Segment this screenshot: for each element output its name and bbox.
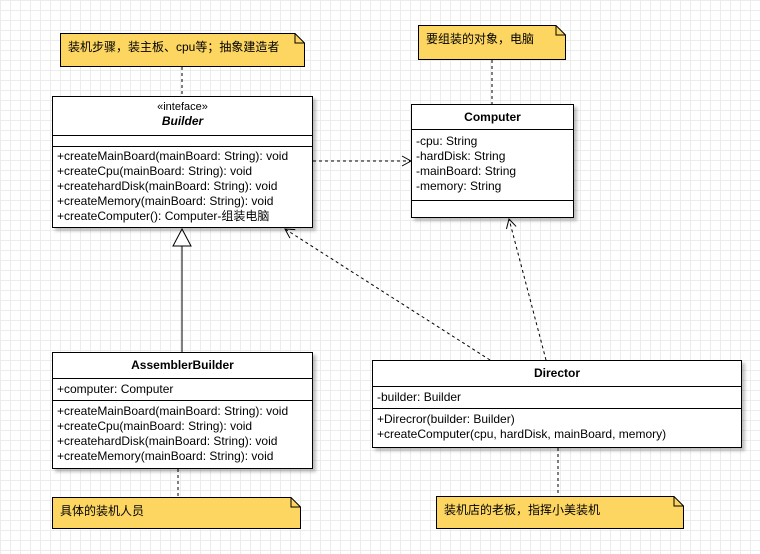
builder-class[interactable]: «inteface» Builder +createMainBoard(main…	[52, 96, 313, 228]
computer-attribute: -mainBoard: String	[416, 164, 517, 178]
assembler-method: +createMemory(mainBoard: String): void	[57, 449, 274, 463]
director-method: +Direcror(builder: Builder)	[377, 412, 515, 426]
computer-methods	[412, 201, 573, 215]
assembler-attribute: +computer: Computer	[57, 382, 174, 396]
director-builder-dependency	[284, 228, 491, 361]
assembler-methods: +createMainBoard(mainBoard: String): voi…	[53, 401, 312, 467]
builder-name: Builder	[161, 114, 204, 128]
director-computer-dependency	[505, 218, 547, 361]
assembler-name: AssemblerBuilder	[131, 358, 234, 372]
builder-note[interactable]: 装机步骤，装主板、cpu等；抽象建造者	[60, 33, 305, 67]
builder-note-text: 装机步骤，装主板、cpu等；抽象建造者	[68, 40, 280, 54]
director-methods: +Direcror(builder: Builder) +createCompu…	[373, 409, 741, 445]
builder-method: +createComputer(): Computer-组装电脑	[57, 209, 270, 223]
assembler-header: AssemblerBuilder	[53, 353, 312, 379]
assembler-method: +createhardDisk(mainBoard: String): void	[57, 434, 278, 448]
director-note-text: 装机店的老板，指挥小美装机	[444, 503, 601, 517]
assembler-method: +createMainBoard(mainBoard: String): voi…	[57, 404, 289, 418]
assembler-note-text: 具体的装机人员	[60, 504, 145, 518]
realization-triangle	[172, 227, 192, 247]
computer-attribute: -hardDisk: String	[416, 149, 506, 163]
builder-method: +createMemory(mainBoard: String): void	[57, 194, 274, 208]
director-attribute: -builder: Builder	[377, 390, 462, 404]
assembler-builder-class[interactable]: AssemblerBuilder +computer: Computer +cr…	[52, 352, 313, 469]
computer-note[interactable]: 要组装的对象，电脑	[418, 25, 566, 60]
builder-methods: +createMainBoard(mainBoard: String): voi…	[53, 147, 312, 226]
builder-method: +createhardDisk(mainBoard: String): void	[57, 179, 278, 193]
computer-attribute: -memory: String	[416, 179, 502, 193]
computer-name: Computer	[464, 110, 521, 124]
computer-note-text: 要组装的对象，电脑	[426, 32, 535, 46]
director-attributes: -builder: Builder	[373, 387, 741, 409]
director-header: Director	[373, 361, 741, 387]
director-name: Director	[533, 366, 580, 380]
computer-attributes: -cpu: String -hardDisk: String -mainBoar…	[412, 130, 573, 201]
assembler-note[interactable]: 具体的装机人员	[52, 497, 301, 529]
assembler-method: +createCpu(mainBoard: String): void	[57, 419, 253, 433]
builder-attributes	[53, 136, 312, 147]
director-method: +createComputer(cpu, hardDisk, mainBoard…	[377, 427, 667, 441]
builder-method: +createCpu(mainBoard: String): void	[57, 164, 253, 178]
computer-header: Computer	[412, 105, 573, 130]
director-note[interactable]: 装机店的老板，指挥小美装机	[436, 496, 684, 529]
builder-stereotype: «inteface»	[157, 101, 208, 113]
computer-class[interactable]: Computer -cpu: String -hardDisk: String …	[411, 104, 574, 218]
assembler-attributes: +computer: Computer	[53, 379, 312, 401]
builder-method: +createMainBoard(mainBoard: String): voi…	[57, 149, 289, 163]
computer-attribute: -cpu: String	[416, 134, 478, 148]
builder-header: «inteface» Builder	[53, 97, 312, 136]
director-class[interactable]: Director -builder: Builder +Direcror(bui…	[372, 360, 742, 448]
